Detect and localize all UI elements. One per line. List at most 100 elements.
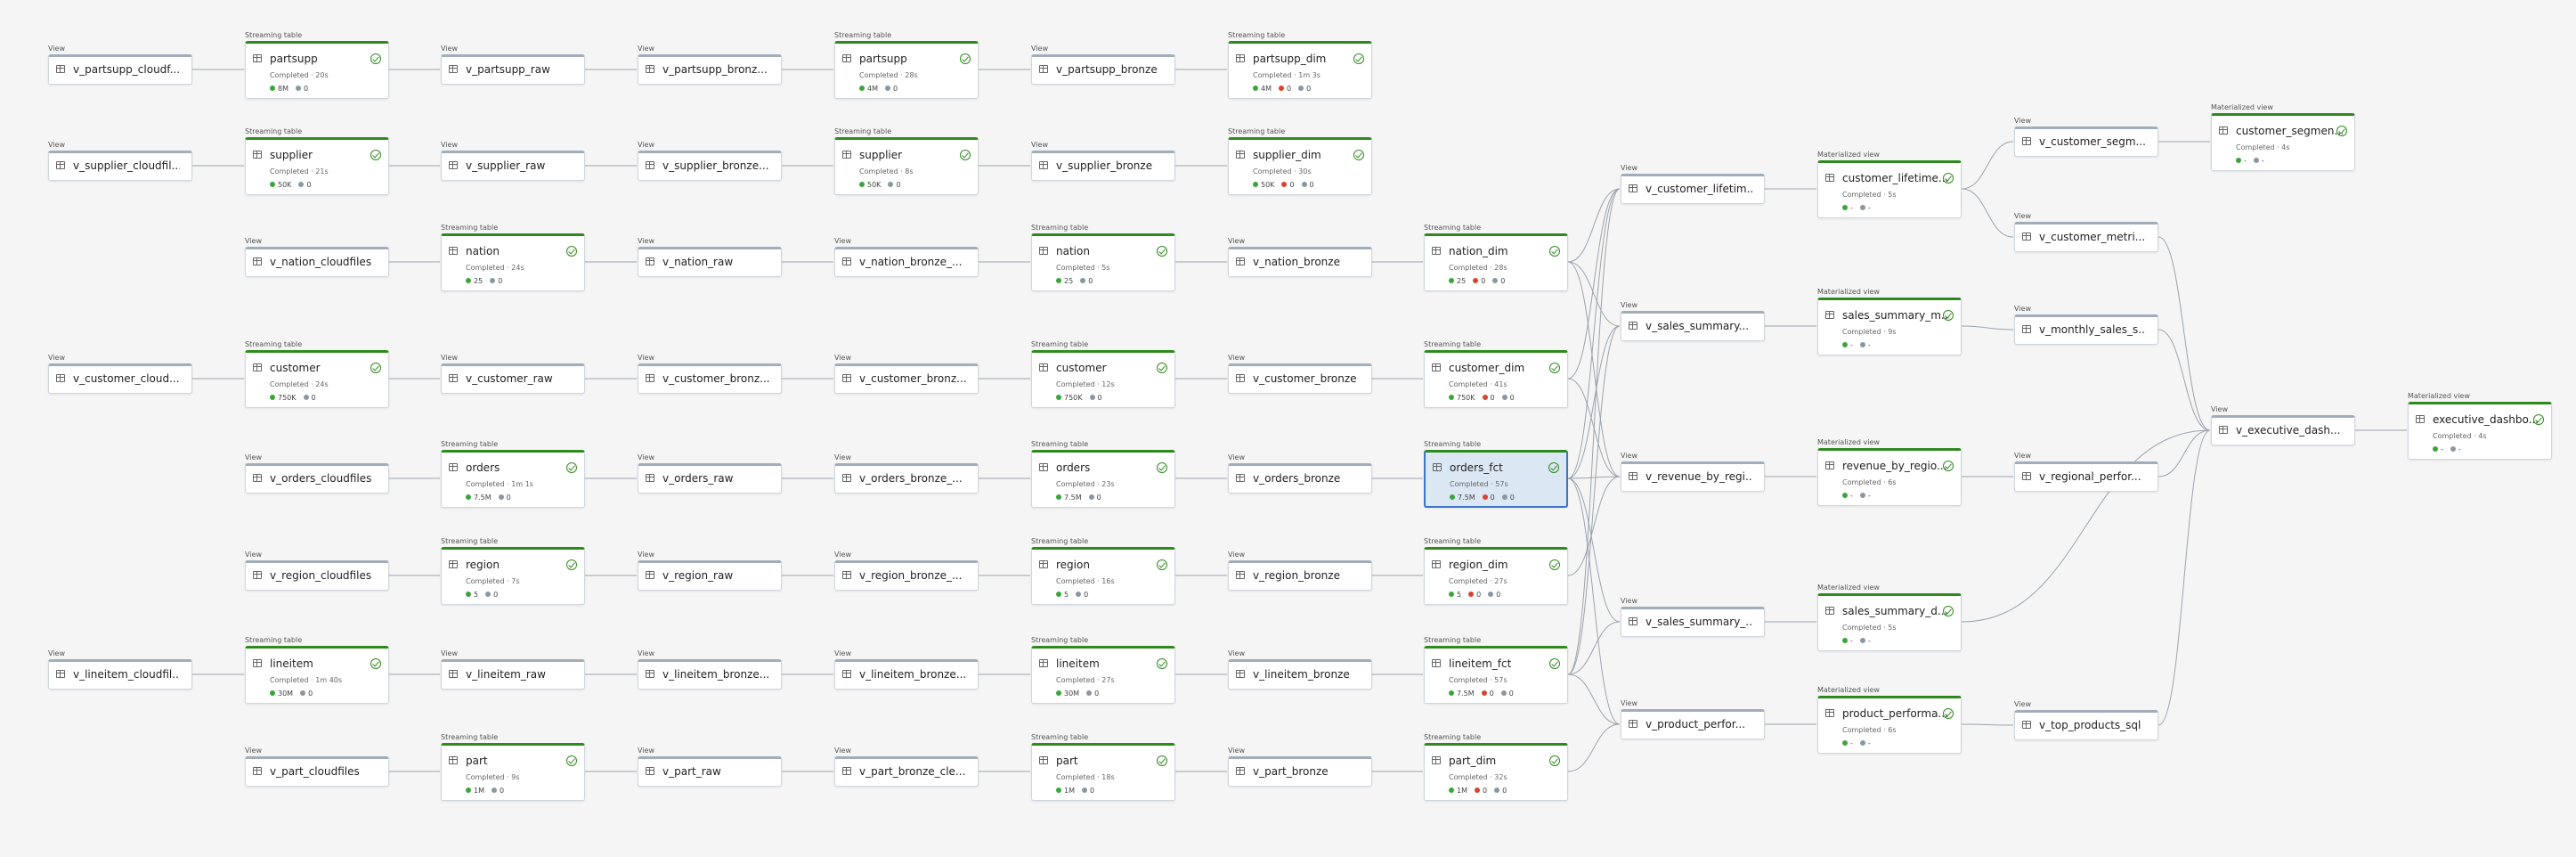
node-card[interactable]: revenue_by_regio...Completed · 6s-- xyxy=(1817,447,1962,506)
node-card[interactable]: v_region_cloudfiles xyxy=(245,560,389,591)
node-card[interactable]: v_supplier_bronze xyxy=(1031,151,1175,181)
node-card[interactable]: v_lineitem_bronze... xyxy=(638,659,782,690)
node-card[interactable]: v_lineitem_cloudfil... xyxy=(48,659,192,690)
node-card[interactable]: v_sales_summary_... xyxy=(1621,607,1765,637)
node-card[interactable]: v_orders_bronze_... xyxy=(834,463,979,494)
node-card[interactable]: v_part_bronze_cle... xyxy=(834,756,979,787)
node-card[interactable]: product_performa...Completed · 6s-- xyxy=(1817,695,1962,754)
node-card[interactable]: v_nation_bronze_... xyxy=(834,247,979,277)
node-card[interactable]: v_sales_summary... xyxy=(1621,311,1765,341)
node-card[interactable]: v_customer_segm... xyxy=(2014,127,2158,157)
node-card[interactable]: v_product_perfor... xyxy=(1621,709,1765,739)
node-card[interactable]: v_region_bronze xyxy=(1228,560,1372,591)
node-card[interactable]: v_nation_bronze xyxy=(1228,247,1372,277)
node-card[interactable]: v_part_bronze xyxy=(1228,756,1372,787)
node-card[interactable]: v_customer_cloud... xyxy=(48,363,192,394)
node-card[interactable]: v_partsupp_raw xyxy=(441,54,585,85)
node-card[interactable]: v_lineitem_bronze xyxy=(1228,659,1372,690)
node-card[interactable]: v_supplier_raw xyxy=(441,151,585,181)
node-card[interactable]: v_part_raw xyxy=(638,756,782,787)
node-card[interactable]: v_nation_raw xyxy=(638,247,782,277)
node-card[interactable]: v_nation_cloudfiles xyxy=(245,247,389,277)
node-card[interactable]: v_customer_metri... xyxy=(2014,222,2158,252)
node-card[interactable]: customer_lifetime...Completed · 5s-- xyxy=(1817,159,1962,218)
node-card[interactable]: v_monthly_sales_s... xyxy=(2014,314,2158,345)
node-card[interactable]: v_supplier_cloudfil... xyxy=(48,151,192,181)
node-card[interactable]: v_partsupp_cloudf... xyxy=(48,54,192,85)
node-card[interactable]: v_lineitem_raw xyxy=(441,659,585,690)
node-card[interactable]: v_orders_cloudfiles xyxy=(245,463,389,494)
node-card[interactable]: executive_dashbo...Completed · 4s-- xyxy=(2408,401,2552,460)
node-card[interactable]: v_regional_perfor... xyxy=(2014,461,2158,492)
node-card[interactable]: sales_summary_m...Completed · 9s-- xyxy=(1817,297,1962,355)
node-card[interactable]: customer_segmen...Completed · 4s-- xyxy=(2211,112,2355,171)
node-card[interactable]: v_partsupp_bronz... xyxy=(638,54,782,85)
node-card[interactable]: v_revenue_by_regi... xyxy=(1621,461,1765,492)
